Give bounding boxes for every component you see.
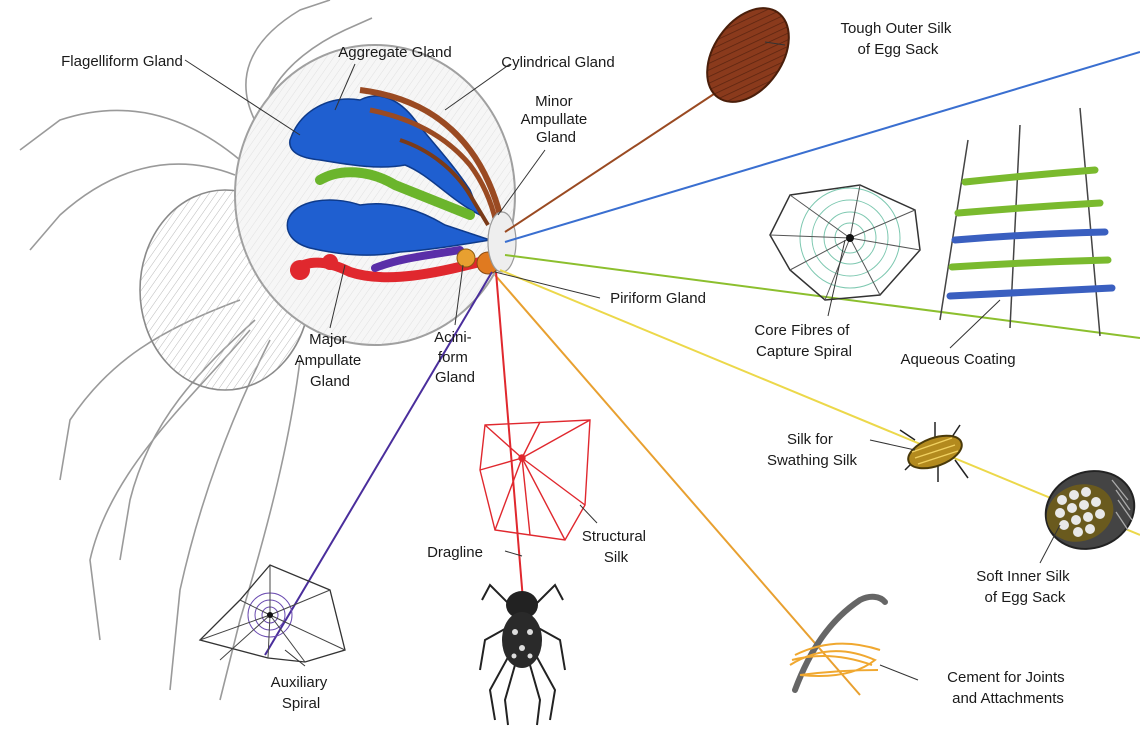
label-auxiliary-spiral-line1: Auxiliary — [271, 674, 328, 691]
label-aciniform-gland-line3: Gland — [435, 369, 475, 386]
label-tough-outer-silk-line2: of Egg Sack — [858, 41, 939, 58]
label-dragline: Dragline — [427, 544, 483, 561]
label-silk-for-swathing-line2: Swathing Silk — [767, 452, 858, 469]
label-structural-silk: Structural Silk — [582, 528, 650, 566]
egg-sack-outer-illustration — [690, 0, 805, 117]
label-tough-outer-silk-line1: Tough Outer Silk — [840, 20, 951, 37]
label-flagelliform-gland: Flagelliform Gland — [61, 53, 183, 70]
structural-silk-web-illustration — [480, 420, 590, 540]
label-aciniform-gland-line2: form — [438, 349, 468, 366]
label-auxiliary-spiral: Auxiliary Spiral — [271, 674, 332, 712]
aqueous-coating-illustration — [940, 108, 1112, 336]
label-major-ampullate-gland-line2: Ampullate — [295, 352, 362, 369]
label-structural-silk-line1: Structural — [582, 528, 646, 545]
label-structural-silk-line2: Silk — [604, 549, 629, 566]
label-cement: Cement for Joints and Attachments — [947, 669, 1069, 707]
label-aggregate-gland: Aggregate Gland — [338, 44, 451, 61]
label-silk-for-swathing-line1: Silk for — [787, 431, 833, 448]
label-aciniform-gland: Acini- form Gland — [434, 329, 476, 386]
label-soft-inner-silk-line1: Soft Inner Silk — [976, 568, 1070, 585]
label-major-ampullate-gland-line1: Major — [309, 331, 347, 348]
label-cement-line1: Cement for Joints — [947, 669, 1065, 686]
label-minor-ampullate-gland-line1: Minor — [535, 93, 573, 110]
hanging-spider-illustration — [480, 585, 565, 725]
label-silk-for-swathing: Silk for Swathing Silk — [767, 431, 858, 469]
label-auxiliary-spiral-line2: Spiral — [282, 695, 320, 712]
label-aciniform-gland-line1: Acini- — [434, 329, 472, 346]
orb-web-illustration — [770, 185, 920, 300]
label-core-fibres-line2: Capture Spiral — [756, 343, 852, 360]
label-cement-line2: and Attachments — [952, 690, 1064, 707]
label-core-fibres: Core Fibres of Capture Spiral — [754, 322, 853, 360]
label-cylindrical-gland: Cylindrical Gland — [501, 54, 614, 71]
label-piriform-gland: Piriform Gland — [610, 290, 706, 307]
label-core-fibres-line1: Core Fibres of — [754, 322, 850, 339]
label-tough-outer-silk: Tough Outer Silk of Egg Sack — [840, 20, 955, 58]
label-minor-ampullate-gland-line3: Gland — [536, 129, 576, 146]
label-minor-ampullate-gland: Minor Ampullate Gland — [521, 93, 592, 146]
label-aqueous-coating: Aqueous Coating — [900, 351, 1015, 368]
label-major-ampullate-gland-line3: Gland — [310, 373, 350, 390]
label-soft-inner-silk: Soft Inner Silk of Egg Sack — [976, 568, 1074, 606]
label-soft-inner-silk-line2: of Egg Sack — [985, 589, 1066, 606]
auxiliary-spiral-web-illustration — [200, 565, 345, 662]
label-minor-ampullate-gland-line2: Ampullate — [521, 111, 588, 128]
egg-sack-inner-illustration — [1035, 459, 1140, 561]
swathed-insect-illustration — [900, 422, 968, 482]
cement-attachment-illustration — [790, 597, 885, 690]
